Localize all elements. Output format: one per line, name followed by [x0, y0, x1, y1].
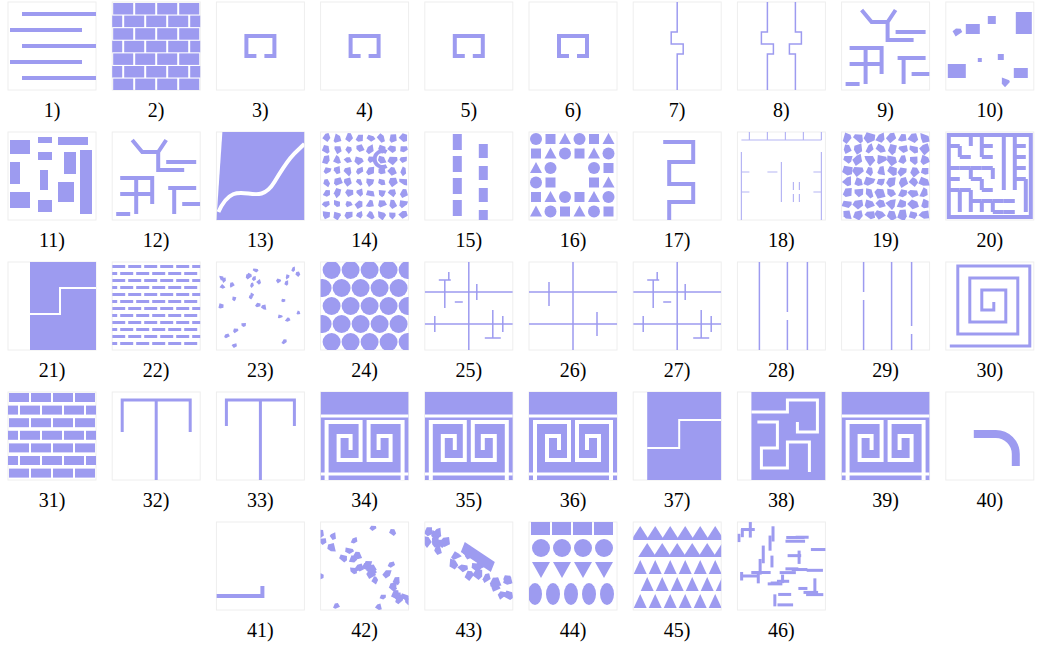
- pattern-tile: [633, 132, 721, 220]
- figure-number: 20): [946, 230, 1034, 250]
- figure-number: 18): [737, 230, 825, 250]
- pattern-tile: [633, 392, 721, 480]
- figure-number: 46): [737, 620, 825, 640]
- pattern-tile: [529, 2, 617, 90]
- figure-number: 22): [112, 360, 200, 380]
- pattern-tile: [737, 392, 825, 480]
- pattern-tile: [946, 262, 1034, 350]
- pattern-tile: [112, 392, 200, 480]
- figure-number: 11): [8, 230, 96, 250]
- figure-number: 2): [112, 100, 200, 120]
- pattern-tile: [8, 132, 96, 220]
- pattern-tile: [216, 132, 304, 220]
- pattern-tile: [96, 262, 213, 350]
- figure-number: 41): [216, 620, 304, 640]
- pattern-tile: [737, 132, 825, 220]
- pattern-tile: [425, 262, 513, 350]
- figure-number: 32): [112, 490, 200, 510]
- pattern-tile: [425, 392, 513, 480]
- figure-number: 21): [8, 360, 96, 380]
- pattern-tile: [633, 262, 721, 350]
- pattern-tile: [321, 392, 409, 480]
- figure-number: 38): [737, 490, 825, 510]
- pattern-tile: [91, 2, 232, 90]
- pattern-tile: [216, 392, 304, 480]
- pattern-tile: [314, 261, 417, 351]
- figure-number: 7): [633, 100, 721, 120]
- figure-number: 43): [425, 620, 513, 640]
- figure-number: 25): [425, 360, 513, 380]
- pattern-tile: [425, 2, 513, 90]
- pattern-tile: [321, 132, 409, 220]
- figure-number: 27): [633, 360, 721, 380]
- figure-number: 9): [842, 100, 930, 120]
- pattern-tile: [946, 132, 1034, 220]
- pattern-tile: [316, 522, 411, 610]
- pattern-tile: [842, 2, 930, 90]
- figure-number: 35): [425, 490, 513, 510]
- figure-number: 16): [529, 230, 617, 250]
- figure-number: 44): [529, 620, 617, 640]
- figure-number: 15): [425, 230, 513, 250]
- figure-number: 31): [8, 490, 96, 510]
- figure-number: 45): [633, 620, 721, 640]
- pattern-tile: [216, 522, 304, 610]
- figure-number: 10): [946, 100, 1034, 120]
- figure-number: 8): [737, 100, 825, 120]
- figure-number: 6): [529, 100, 617, 120]
- figure-number: 23): [216, 360, 304, 380]
- figure-number: 17): [633, 230, 721, 250]
- pattern-tile: [216, 2, 304, 90]
- pattern-tile: [842, 262, 930, 350]
- figure-number: 12): [112, 230, 200, 250]
- figure-number: 14): [321, 230, 409, 250]
- figure-number: 28): [737, 360, 825, 380]
- figure-number: 40): [946, 490, 1034, 510]
- pattern-tile: [8, 262, 96, 350]
- pattern-tile: [737, 262, 825, 350]
- pattern-tile: [112, 132, 200, 220]
- pattern-tile: [8, 2, 96, 90]
- figure-number: 4): [321, 100, 409, 120]
- pattern-tile: [0, 392, 128, 480]
- figure-number: 33): [216, 490, 304, 510]
- pattern-tile: [737, 2, 825, 90]
- pattern-tile: [529, 262, 617, 350]
- figure-number: 26): [529, 360, 617, 380]
- pattern-tile: [216, 262, 304, 350]
- figure-number: 24): [321, 360, 409, 380]
- figure-number: 37): [633, 490, 721, 510]
- figure-number: 29): [842, 360, 930, 380]
- pattern-tile: [631, 522, 731, 610]
- figure-number: 39): [842, 490, 930, 510]
- figure-number: 1): [8, 100, 96, 120]
- pattern-tile: [529, 132, 617, 220]
- figure-number: 30): [946, 360, 1034, 380]
- figure-number: 34): [321, 490, 409, 510]
- pattern-tile: [529, 392, 617, 480]
- figure-number: 42): [321, 620, 409, 640]
- pattern-tile: [842, 392, 930, 480]
- figure-number: 3): [216, 100, 304, 120]
- figure-number: 13): [216, 230, 304, 250]
- pattern-tile: [633, 2, 721, 90]
- pattern-tile: [422, 522, 513, 610]
- pattern-tile: [842, 132, 931, 221]
- pattern-tile: [946, 2, 1034, 90]
- pattern-tile: [425, 132, 513, 224]
- pattern-tile: [528, 522, 617, 610]
- pattern-tile: [737, 522, 826, 610]
- figure-number: 19): [842, 230, 930, 250]
- figure-number: 5): [425, 100, 513, 120]
- figure-number: 36): [529, 490, 617, 510]
- pattern-tile: [946, 392, 1034, 480]
- pattern-tile: [321, 2, 409, 90]
